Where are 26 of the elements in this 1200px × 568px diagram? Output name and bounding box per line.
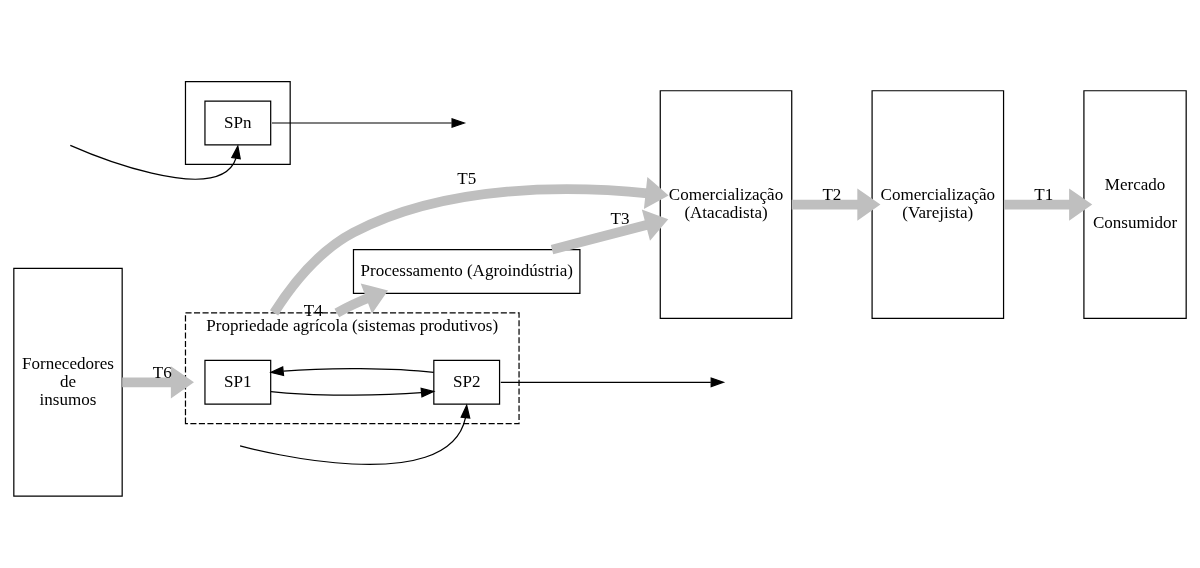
edge-label: T3 (610, 209, 630, 229)
edge-label: T5 (457, 169, 477, 189)
edge-label: T1 (1034, 184, 1054, 204)
node-box: Comercialização (Atacadista) (659, 90, 793, 319)
edge-label: T6 (152, 362, 172, 382)
node-box: Fornecedores de insumos (13, 267, 123, 497)
arrow (271, 117, 467, 129)
node-box: SP2 (433, 359, 501, 405)
node-box: Comercialização (Varejista) (871, 90, 1005, 319)
arrow (239, 403, 471, 465)
edge-label: T2 (822, 184, 842, 204)
node-box: SP1 (204, 359, 272, 405)
arrow (122, 366, 194, 399)
arrow (791, 188, 881, 221)
arrow (270, 387, 436, 398)
cluster (184, 81, 291, 165)
node-box: SPn (204, 100, 272, 146)
node-box: Mercado Consumidor (1083, 90, 1187, 319)
arrow (550, 209, 669, 255)
node-box: Processamento (Agroindústria) (352, 249, 581, 295)
arrow (500, 377, 726, 388)
arrow (269, 366, 435, 377)
arrow (270, 176, 669, 316)
arrow (334, 283, 388, 318)
arrow (1003, 188, 1093, 221)
arrow (69, 144, 241, 180)
